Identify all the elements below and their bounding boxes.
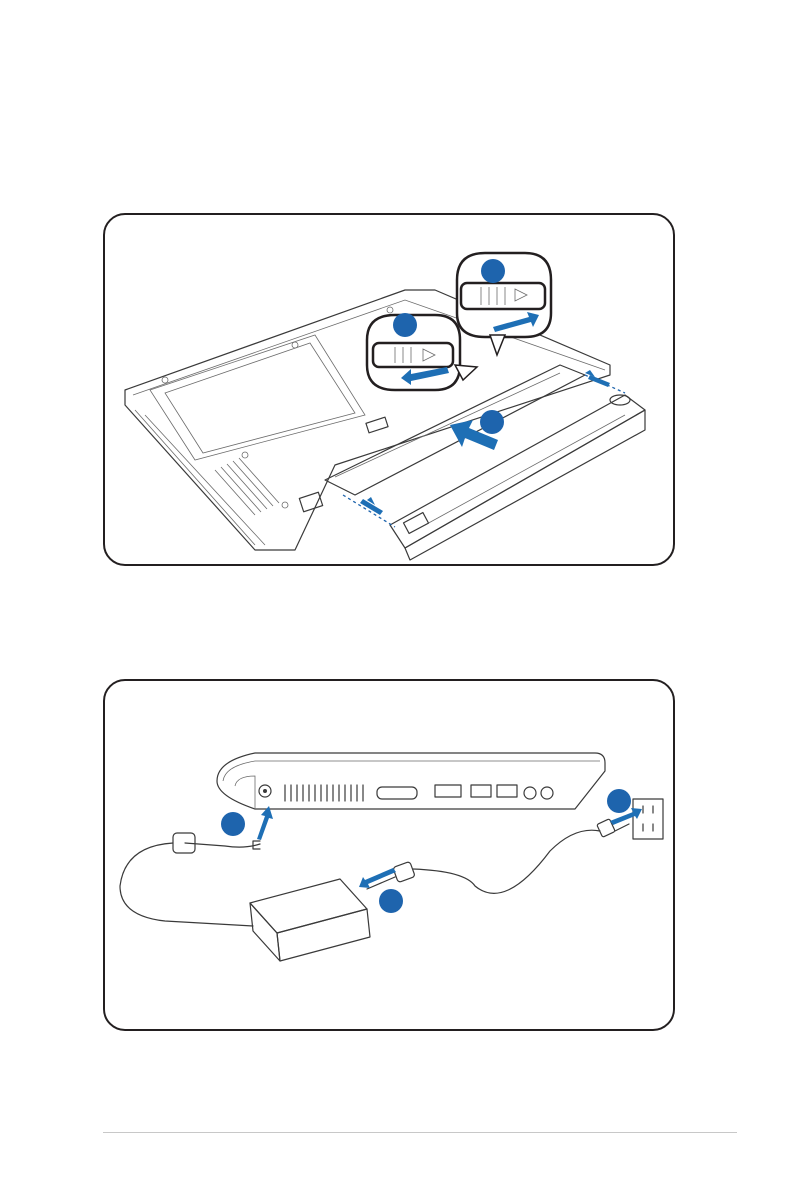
vent-grille: [215, 458, 279, 515]
usb-port: [471, 785, 491, 797]
step-badge-2: [481, 259, 505, 283]
adapter-cable: [120, 833, 260, 926]
step-badge-3: [607, 789, 631, 813]
card-reader-slot: [377, 787, 417, 799]
power-connection-figure: [103, 679, 675, 1031]
side-vents: [285, 785, 363, 801]
step-badge-2: [379, 889, 403, 913]
step-badge-3: [480, 410, 504, 434]
power-connection-illustration: [105, 681, 675, 1031]
usb-port: [497, 785, 517, 797]
footer-rule: [103, 1132, 737, 1133]
audio-jack: [541, 787, 553, 799]
audio-jack: [524, 787, 536, 799]
battery-pack: [390, 395, 645, 560]
plug-arrow: [257, 806, 273, 840]
step-badge-1: [393, 313, 417, 337]
laptop-side: [217, 753, 605, 809]
wall-outlet: [633, 799, 663, 839]
step-badge-1: [221, 812, 245, 836]
ac-cord: [367, 817, 629, 893]
battery-install-figure: [103, 213, 675, 566]
battery-install-illustration: [105, 215, 675, 566]
hdmi-port: [435, 785, 461, 797]
power-adapter: [250, 879, 370, 961]
